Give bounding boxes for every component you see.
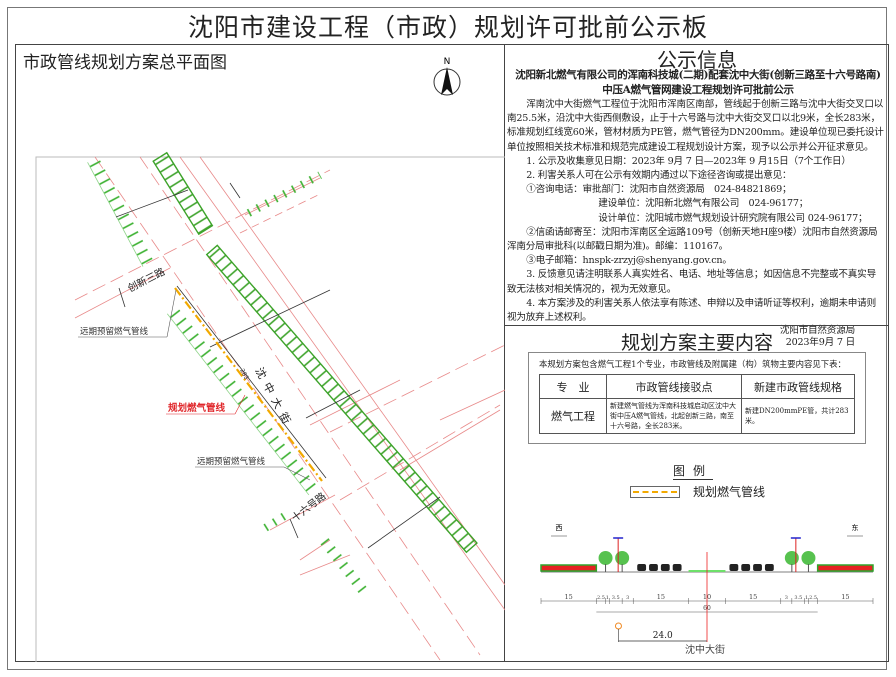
info-item-2: 2. 利害关系人可在公示有效期内通过以下途径咨询或提出意见： — [526, 170, 792, 182]
plan-view-panel: 市政管线规划方案总平面图 — [15, 44, 505, 662]
table-header-row: 专 业 市政管线接驳点 新建市政管线规格 — [539, 374, 855, 399]
table-header: 市政管线接驳点 — [606, 374, 742, 399]
plan-area-border — [35, 156, 505, 662]
info-phone-approval: ①咨询电话：审批部门：沈阳市自然资源局 024-84821869； — [526, 184, 792, 196]
pipe-offset-label: 24.0 — [653, 631, 673, 641]
info-date: 2023年9月 7 日 — [785, 337, 856, 349]
cross-green-belt-16 — [259, 510, 290, 534]
planned-pipe-label: 规划燃气管线 — [168, 402, 226, 414]
info-phone-designer: 设计单位：沈阳城市燃气规划设计研究院有限公司 024-96177； — [598, 212, 868, 224]
legend-title: 图例 — [673, 464, 714, 480]
dimension-label: 1 — [606, 595, 609, 601]
median-green-belt-north — [152, 151, 214, 236]
info-item-3: 3. 反馈意见请注明联系人真实姓名、电话、地址等信息；如因信息不完整或不真实导致… — [507, 269, 876, 295]
info-email: ③电子邮箱：hnspk-zrzyj@shenyang.gov.cn。 — [526, 255, 732, 267]
planned-gas-pipeline — [174, 287, 323, 482]
table-cell: 燃气工程 — [539, 398, 607, 434]
info-heading-line1: 沈阳新北燃气有限公司的浑南科技城(二期)配套沈中大街(创新三路至十六号路南) — [515, 69, 881, 81]
legend-pipe-swatch — [630, 486, 680, 498]
road-label-chuangxin: 创新三路 — [125, 265, 167, 295]
west-label: 西 — [556, 524, 563, 532]
dimension-lines — [115, 182, 441, 549]
table-header: 专 业 — [539, 374, 607, 399]
vehicle-icon — [764, 564, 774, 571]
plan-view-title: 市政管线规划方案总平面图 — [23, 53, 227, 73]
east-green-belt-upper — [243, 171, 322, 219]
vehicle-icon — [660, 564, 670, 571]
info-title: 公示信息 — [657, 48, 737, 72]
dimension-label: 15 — [657, 593, 665, 601]
info-item-1: 1. 公示及收集意见日期：2023年 9月 7 日—2023年 9 月15日（7… — [526, 155, 851, 167]
dimension-label: 1 — [805, 595, 808, 601]
info-heading-line2: 中压A燃气管网建设工程规划许可批前公示 — [602, 84, 794, 96]
info-intro: 浑南沈中大街燃气工程位于沈阳市浑南区南部，管线起于创新三路与沈中大街交叉口以南2… — [507, 99, 884, 153]
info-item-4: 4. 本方案涉及的利害关系人依法享有陈述、申辩以及申请听证等权利，逾期未申请则视… — [507, 297, 876, 324]
west-green-belt-main — [166, 306, 319, 496]
dimension-label: 2.5 — [809, 595, 817, 601]
dimension-label: 2.5 — [597, 595, 605, 601]
tree-icon — [784, 551, 799, 565]
dimension-label: 15 — [841, 593, 849, 601]
dimension-label: 3.5 — [794, 595, 802, 601]
table-row: 燃气工程 新建燃气管线为浑南科技城启动区沈中大街中压A燃气管线，北起创新三路，南… — [539, 398, 855, 434]
vehicle-icon — [649, 564, 658, 571]
dimension-label: 3 — [626, 595, 629, 601]
info-signer: 沈阳市自然资源局 — [779, 325, 855, 337]
info-body: 浑南沈中大街燃气工程位于沈阳市浑南区南部，管线起于创新三路与沈中大街交叉口以南2… — [507, 98, 885, 349]
reserved-pipe-callout-2: 远期预留燃气管线 — [195, 456, 311, 481]
median-green-belt-main — [205, 244, 478, 554]
table-cell: 新建DN200mmPE管，共计283米。 — [741, 398, 855, 434]
dimension-label: 15 — [749, 593, 757, 601]
table-header: 新建市政管线规格 — [741, 374, 855, 399]
gas-pipe-icon — [614, 622, 622, 630]
board-frame — [7, 7, 887, 670]
vehicle-icon — [672, 564, 682, 571]
info-mail: ②信函请邮寄至：沈阳市浑南区全运路109号（创新天地H座9楼）沈阳市自然资源局浑… — [507, 226, 878, 253]
green-belt — [816, 564, 874, 572]
reserved-pipe-label-2: 远期预留燃气管线 — [197, 456, 266, 467]
dimension-label: 3.5 — [612, 595, 620, 601]
tree-icon — [801, 551, 816, 565]
tree-icon — [598, 551, 613, 565]
info-panel: 公示信息 沈阳新北燃气有限公司的浑南科技城(二期)配套沈中大街(创新三路至十六号… — [505, 44, 889, 662]
dimension-label: 3 — [785, 595, 788, 601]
board-inner-frame — [15, 44, 889, 662]
plan-content-table: 专 业 市政管线接驳点 新建市政管线规格 燃气工程 新建燃气管线为浑南科技城启动… — [539, 374, 855, 434]
cross-section-road-name: 沈中大街 — [685, 645, 725, 656]
south-green-belt — [318, 534, 370, 597]
reserved-pipe-callout-1: 远期预留燃气管线 — [78, 289, 177, 338]
north-arrow-icon: N — [433, 57, 461, 96]
vehicle-icon — [729, 564, 739, 571]
planned-pipe-callout: 规划燃气管线 — [166, 394, 246, 415]
road-lines — [74, 156, 505, 661]
vehicle-icon — [741, 564, 751, 571]
dimension-label: 15 — [565, 593, 573, 601]
green-belt — [540, 564, 598, 572]
legend-pipe-label: 规划燃气管线 — [693, 485, 766, 499]
north-label: N — [444, 57, 451, 67]
vehicle-icon — [753, 564, 762, 571]
info-heading: 沈阳新北燃气有限公司的浑南科技城(二期)配套沈中大街(创新三路至十六号路南) 中… — [507, 68, 889, 98]
tree-icon — [615, 551, 630, 565]
west-green-belt-north — [87, 156, 154, 267]
reserved-pipe-label-1: 远期预留燃气管线 — [80, 326, 149, 337]
vehicle-icon — [637, 564, 647, 571]
plan-content-title: 规划方案主要内容 — [620, 332, 773, 354]
east-label: 东 — [852, 523, 859, 532]
plan-content-box: 本规划方案包含燃气工程1个专业，市政管线及附属建（构）筑物主要内容见下表： 专 … — [528, 352, 866, 444]
table-cell: 新建燃气管线为浑南科技城启动区沈中大街中压A燃气管线，北起创新三路，南至十六号路… — [606, 398, 742, 434]
divider — [505, 325, 889, 326]
plan-content-caption: 本规划方案包含燃气工程1个专业，市政管线及附属建（构）筑物主要内容见下表： — [539, 359, 846, 369]
info-phone-builder: 建设单位：沈阳新北燃气有限公司 024-96177； — [598, 198, 809, 210]
board-title: 沈阳市建设工程（市政）规划许可批前公示板 — [187, 13, 708, 42]
pipe-length-label: 283 — [238, 368, 250, 382]
site-plan-map: N 创新三路 沈中大街 283 十六号路 规划燃气管线 远期预留燃气管线 远期预… — [35, 57, 505, 662]
